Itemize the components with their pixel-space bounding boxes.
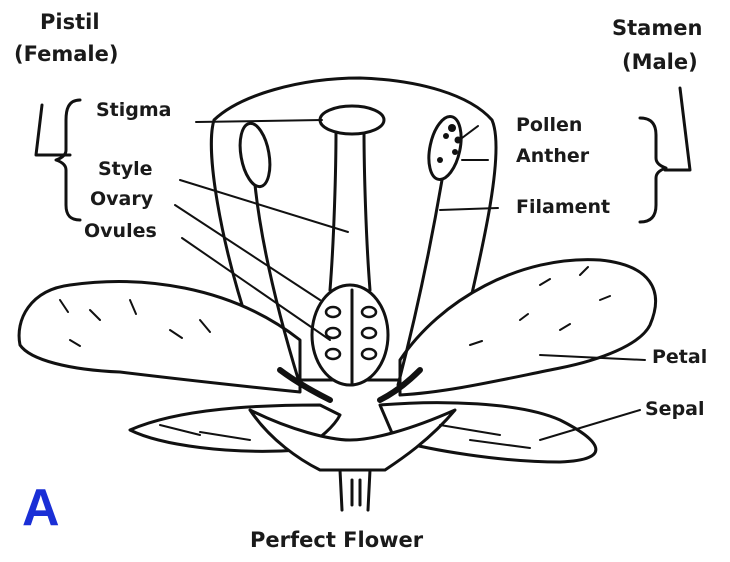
stamen-bracket <box>640 88 690 222</box>
pistil-subheading: (Female) <box>14 44 118 65</box>
stamen-heading: Stamen <box>612 18 702 39</box>
stem <box>340 470 370 510</box>
pistil-heading: Pistil <box>40 12 100 33</box>
style-label: Style <box>98 160 153 179</box>
filament-label: Filament <box>516 198 610 217</box>
pollen-label: Pollen <box>516 116 582 135</box>
stamen-subheading: (Male) <box>622 52 698 73</box>
stigma-shape <box>320 106 384 134</box>
anther-label: Anther <box>516 147 589 166</box>
figure-badge: A <box>22 482 60 534</box>
petal-label: Petal <box>652 348 707 367</box>
ovary-label: Ovary <box>90 190 153 209</box>
diagram-title: Perfect Flower <box>250 530 423 551</box>
sepal-label: Sepal <box>645 400 705 419</box>
pistil-bracket <box>36 100 80 220</box>
ovules-label: Ovules <box>84 222 157 241</box>
stigma-label: Stigma <box>96 101 172 120</box>
